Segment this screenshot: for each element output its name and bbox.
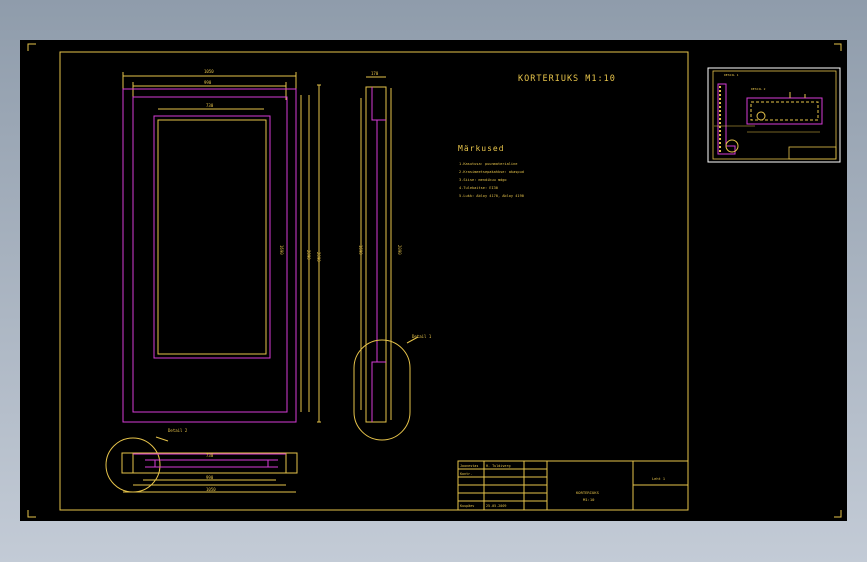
note-5: 5.Lukk: Abloy 4170, Abloy 4190 <box>459 194 524 198</box>
detail-1-label: Detail 1 <box>412 334 432 339</box>
dim-front-side-outer-2: 2090 <box>316 252 321 262</box>
side-section <box>353 76 419 441</box>
door-frame-outer <box>122 88 297 423</box>
sheet-border <box>59 51 689 511</box>
front-view <box>122 88 297 423</box>
tb-drawn-label: Joonestas <box>460 464 478 468</box>
tb-drawn-value: H. Tuldiverg <box>486 464 511 468</box>
dim-side-left: 1690 <box>358 245 363 255</box>
note-3: 3.Siise: mendikuu mdgo <box>459 178 507 182</box>
dim-bottom-mid: 990 <box>206 475 214 480</box>
detail-1-callout <box>353 339 411 441</box>
drawing-viewport[interactable]: KORTERIUKS M1:10 Märkused 1.Kasutusa: pu… <box>20 40 847 521</box>
dim-side-right: 2090 <box>397 245 402 255</box>
thumb-label-a: DETAIL 1 <box>724 73 739 77</box>
note-2: 2.Krasimeetsepakahkse: akaspud <box>459 170 524 174</box>
note-1: 1.Kasutusa: puunmaterialine <box>459 162 517 166</box>
tb-name-line2: M1:10 <box>583 497 595 502</box>
dim-front-top-inner: 990 <box>204 80 212 85</box>
tb-sheet: Leht 1 <box>652 477 665 481</box>
thumb-label-b: DETAIL 2 <box>751 87 766 91</box>
title-block <box>457 460 689 511</box>
detail-2-label: Detail 2 <box>168 428 188 433</box>
door-leaf <box>132 96 288 413</box>
tb-date-label: Kuupäev <box>460 504 474 508</box>
note-4: 4.Tulekaitse: EI30 <box>459 186 498 190</box>
dim-front-side-outer: 2090 <box>306 250 311 260</box>
tb-date-value: 25.05.2009 <box>486 504 506 508</box>
glass-opening-inner <box>157 119 267 355</box>
dim-bottom-inner: 730 <box>206 453 214 458</box>
glass-opening-outer <box>153 115 271 359</box>
crop-marks <box>27 43 842 518</box>
tb-checked-label: Kontr. <box>460 472 472 476</box>
dim-front-glass: 730 <box>206 103 214 108</box>
thumbnail-sheet <box>707 67 841 163</box>
notes-heading: Märkused <box>458 144 505 153</box>
drawing-title: KORTERIUKS M1:10 <box>518 74 616 84</box>
bottom-section <box>105 436 298 493</box>
side-frame <box>365 86 387 423</box>
bottom-frame <box>121 452 298 474</box>
dim-front-top-outer: 1050 <box>204 69 214 74</box>
tb-name-line1: KORTERIUKS <box>576 490 600 495</box>
dim-front-side: 1690 <box>279 245 284 255</box>
dim-bottom-outer: 1050 <box>206 487 216 492</box>
dim-side-top: 170 <box>371 71 379 76</box>
cad-drawing[interactable]: KORTERIUKS M1:10 Märkused 1.Kasutusa: pu… <box>20 40 847 521</box>
